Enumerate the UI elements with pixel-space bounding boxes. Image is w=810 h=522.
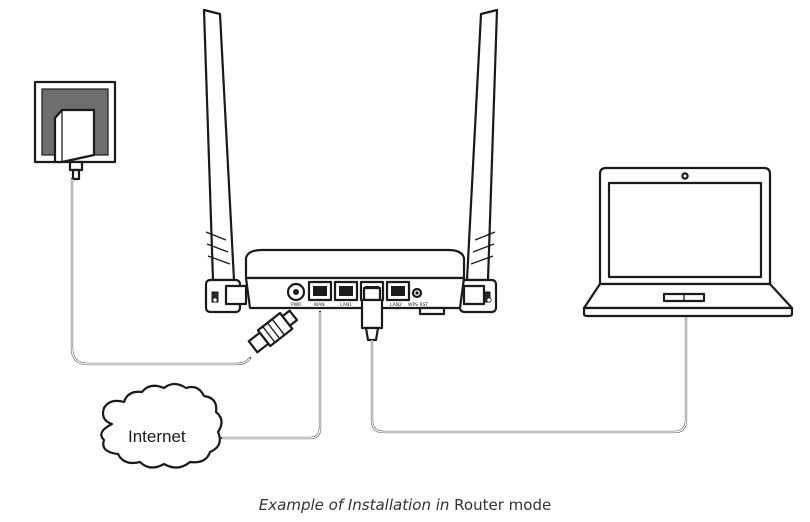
power-plug-icon xyxy=(247,309,299,354)
antenna-right-icon xyxy=(458,8,499,314)
rj45-plug-icon xyxy=(360,286,384,342)
lan2-label: LAN2 xyxy=(390,302,402,308)
caption-mode: Router mode xyxy=(454,496,552,514)
installation-diagram: PWR WAN LAN1 LAN2 WPS RST Internet xyxy=(33,8,794,469)
pwr-label: PWR xyxy=(291,302,301,308)
wps-rst-label: WPS RST xyxy=(408,302,428,308)
antenna-left-icon xyxy=(202,8,242,314)
lan1-label: LAN1 xyxy=(340,302,352,308)
wan-label: WAN xyxy=(314,302,325,308)
internet-cloud-icon: Internet xyxy=(100,382,223,469)
lan-cable xyxy=(370,314,688,434)
laptop-icon xyxy=(582,166,794,318)
lan1-port xyxy=(333,280,359,302)
wan-port xyxy=(307,280,333,302)
caption-italic: Example of Installation in xyxy=(258,496,450,514)
router: PWR WAN LAN1 LAN2 WPS RST xyxy=(224,248,486,316)
internet-label: Internet xyxy=(128,427,186,446)
lan2-port xyxy=(385,280,411,302)
figure-caption: Example of Installation in Router mode xyxy=(0,496,810,514)
power-adapter-icon xyxy=(53,108,96,181)
